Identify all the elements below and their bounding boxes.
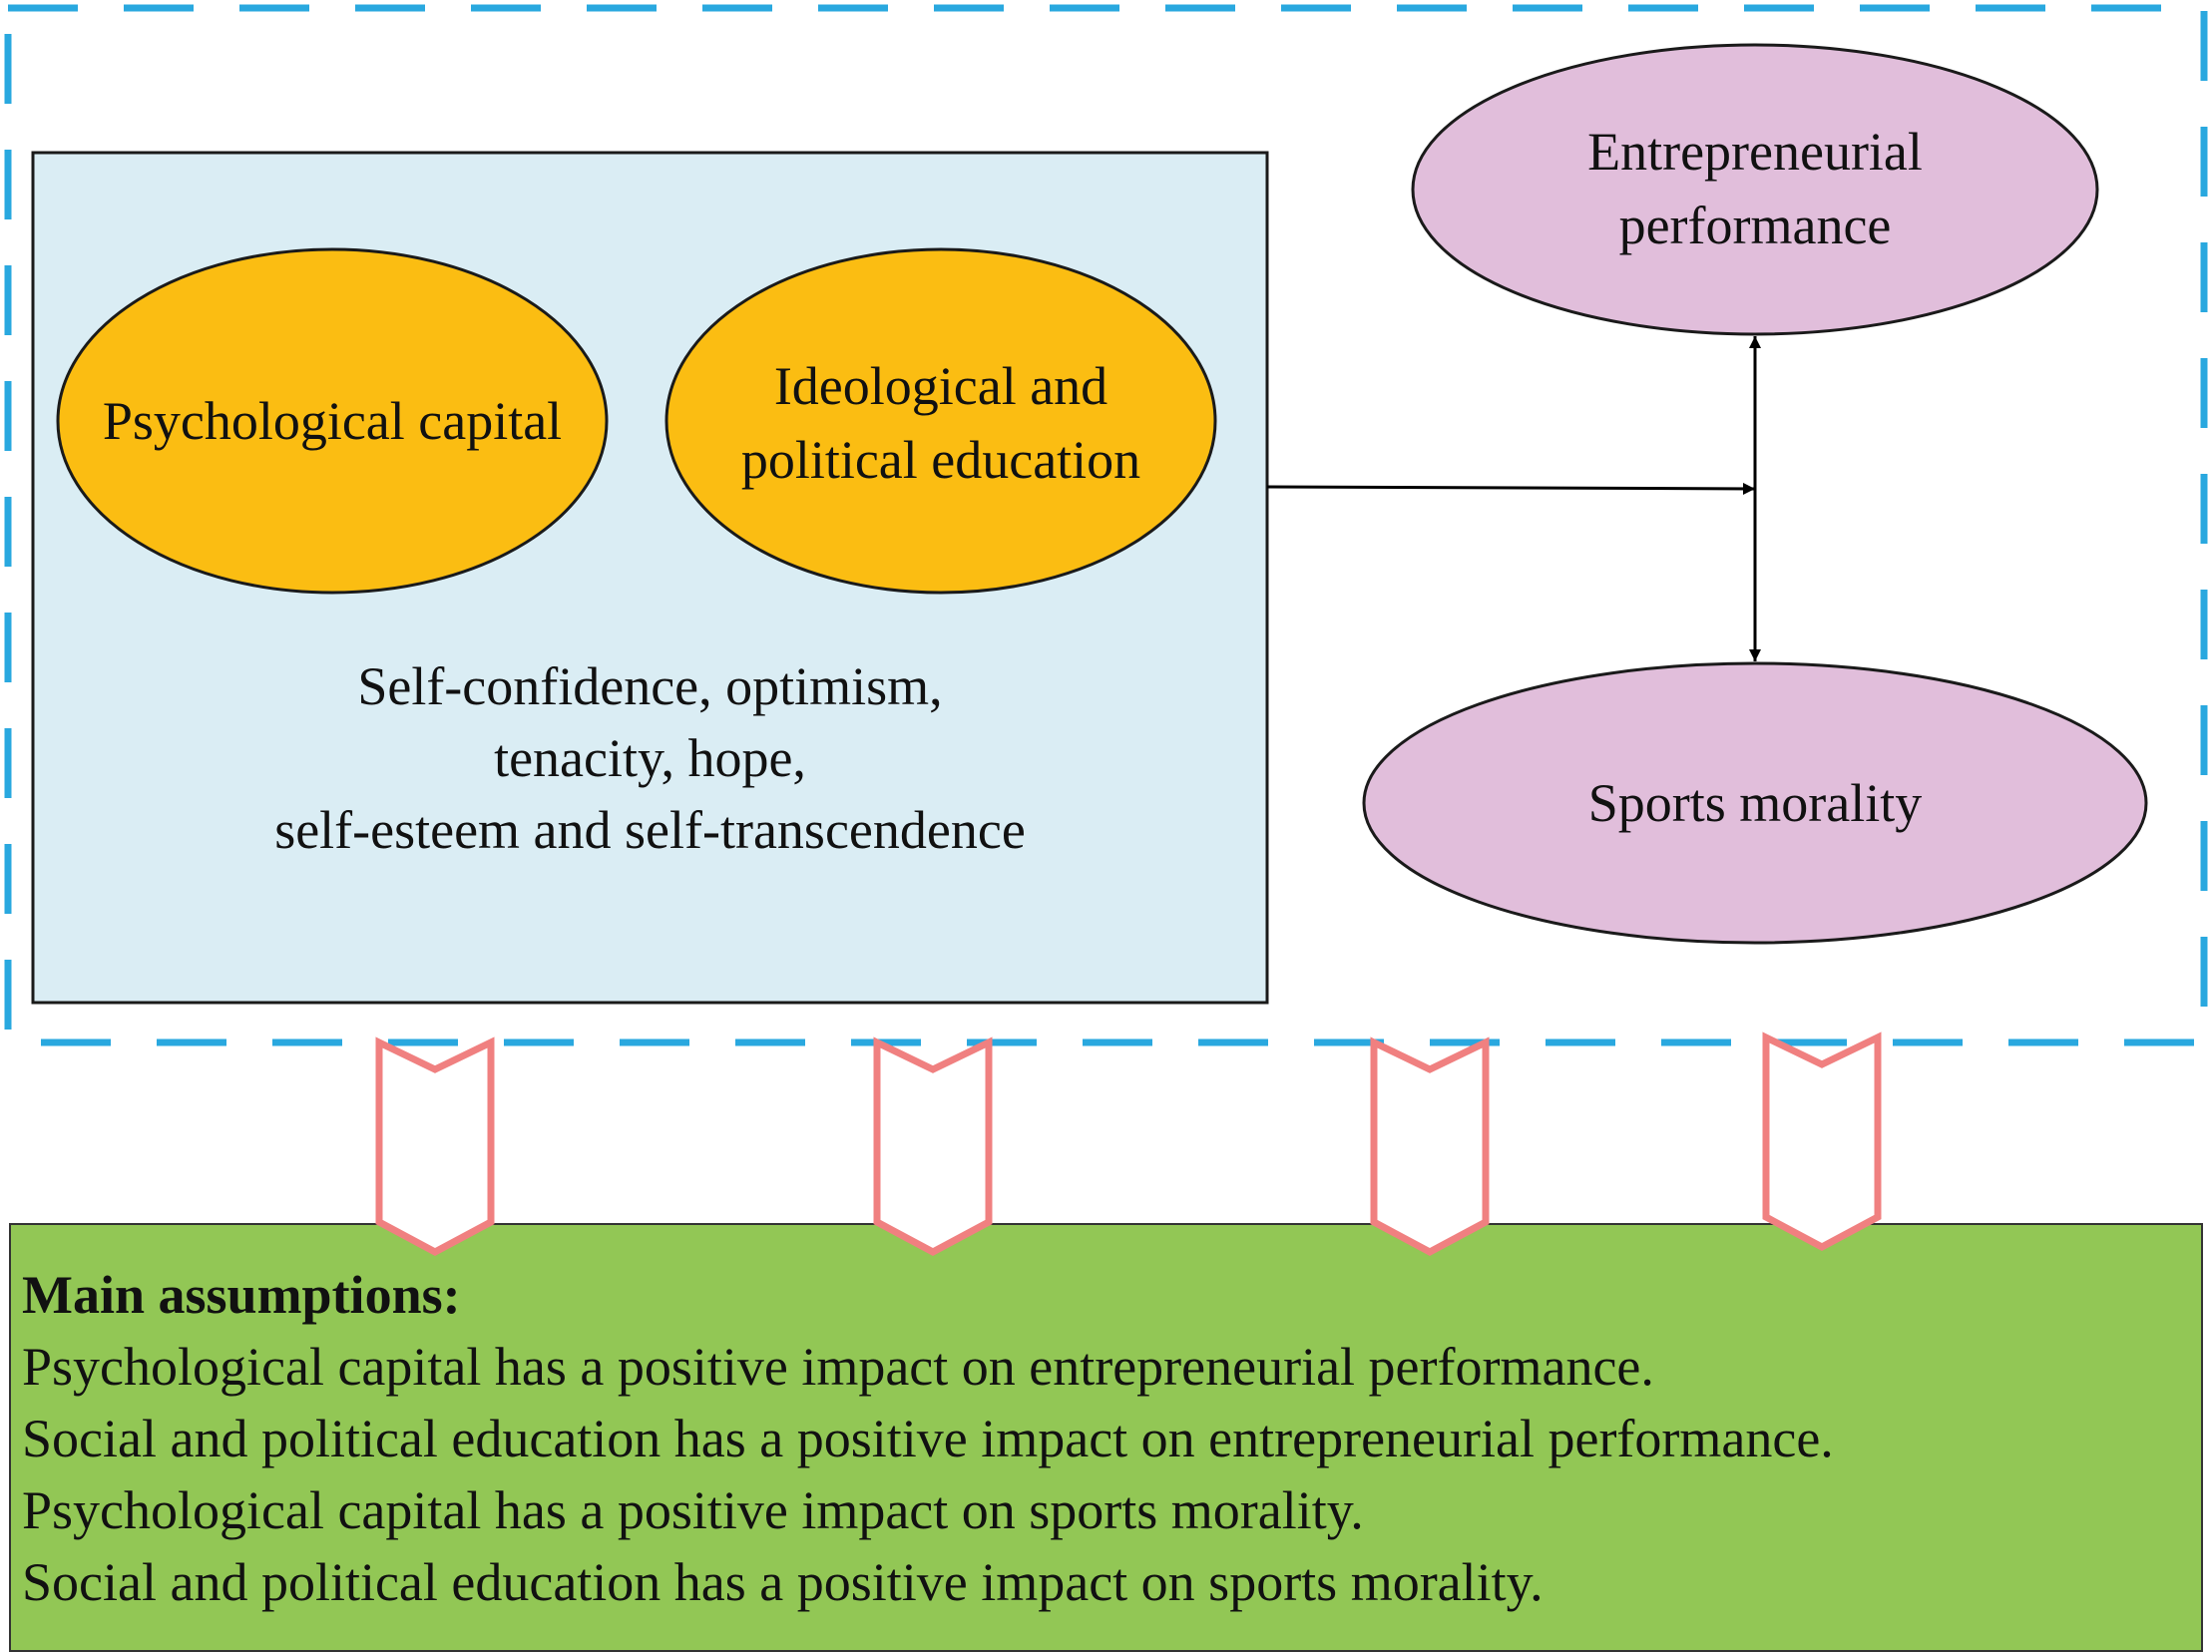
factors-line-3: self-esteem and self-transcendence: [274, 800, 1026, 860]
assumption-item: Psychological capital has a positive imp…: [22, 1337, 1654, 1397]
factors-line-1: Self-confidence, optimism,: [357, 656, 943, 716]
psychological-capital-text: Psychological capital: [102, 391, 563, 451]
dashed-frame: [4, 4, 2208, 1046]
factors-text: Self-confidence, optimism, tenacity, hop…: [33, 648, 1267, 868]
sports-morality-text: Sports morality: [1587, 773, 1923, 833]
assumption-item: Psychological capital has a positive imp…: [22, 1480, 1364, 1540]
ideological-education-node: [664, 247, 1217, 595]
sports-morality-label: Sports morality: [1367, 753, 2143, 853]
entrepreneurial-line-1: Entrepreneurial: [1587, 122, 1923, 182]
assumption-item: Social and political education has a pos…: [22, 1409, 1834, 1468]
entrepreneurial-performance-label: Entrepreneurial performance: [1417, 115, 2093, 262]
ideological-education-label: Ideological and political education: [666, 349, 1215, 497]
influence-arrow: [1266, 482, 1756, 495]
chevron-arrow-3: [1370, 1036, 1490, 1256]
sports-morality-node: [1362, 661, 2148, 945]
chevron-arrow-1: [375, 1036, 495, 1256]
factors-line-2: tenacity, hope,: [494, 728, 806, 788]
entrepreneurial-line-2: performance: [1618, 196, 1892, 255]
assumptions-box: [9, 1223, 2203, 1652]
ideological-line-2: political education: [740, 430, 1141, 490]
chevron-arrow-4: [1762, 1032, 1882, 1251]
chevron-arrow-2: [873, 1036, 993, 1256]
psychological-capital-label: Psychological capital: [58, 371, 607, 471]
ideological-line-1: Ideological and: [773, 356, 1108, 416]
assumptions-text: Main assumptions: Psychological capital …: [22, 1259, 2167, 1618]
assumptions-heading: Main assumptions:: [22, 1265, 461, 1325]
entrepreneurial-performance-node: [1411, 43, 2099, 336]
assumption-item: Social and political education has a pos…: [22, 1552, 1544, 1612]
psychological-capital-node: [56, 247, 609, 595]
